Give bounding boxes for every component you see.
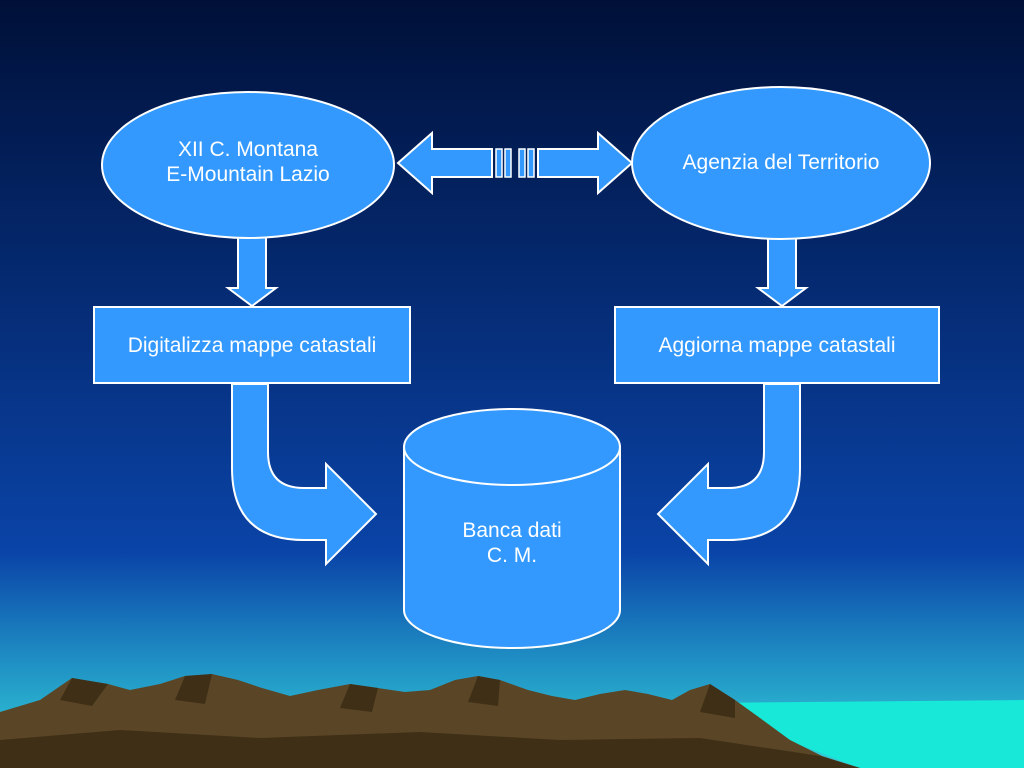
double-arrow-link-right — [537, 130, 634, 196]
curved-arrow-left — [231, 383, 378, 567]
node-banca-top — [403, 408, 621, 486]
node-aggiorna — [614, 306, 940, 384]
banca-line1: Banca dati — [462, 519, 562, 542]
link-bar — [495, 148, 503, 178]
link-bar — [518, 148, 526, 178]
curved-arrow-right — [656, 383, 801, 567]
banca-label: Banca dati C. M. — [412, 518, 612, 568]
xii-cm-line1: XII C. Montana — [177, 138, 319, 161]
node-banca-body — [403, 446, 621, 649]
link-bar — [504, 148, 512, 178]
mountain-shadow — [0, 674, 860, 768]
agenzia-label: Agenzia del Territorio — [682, 151, 880, 174]
xii-cm-label: XII C. Montana E-Mountain Lazio — [128, 137, 368, 187]
node-digitalizza — [93, 306, 411, 384]
node-agenzia — [631, 86, 931, 240]
node-xii-cm — [101, 91, 395, 239]
xii-cm-line2: E-Mountain Lazio — [166, 163, 330, 186]
banca-line2: C. M. — [486, 544, 538, 567]
sea — [690, 700, 1024, 768]
aggiorna-label: Aggiorna mappe catastali — [658, 334, 896, 357]
double-arrow-link — [396, 130, 493, 196]
link-bar — [527, 148, 535, 178]
digitalizza-label: Digitalizza mappe catastali — [127, 334, 377, 357]
down-arrow-right — [755, 235, 809, 308]
down-arrow-left — [225, 235, 279, 308]
